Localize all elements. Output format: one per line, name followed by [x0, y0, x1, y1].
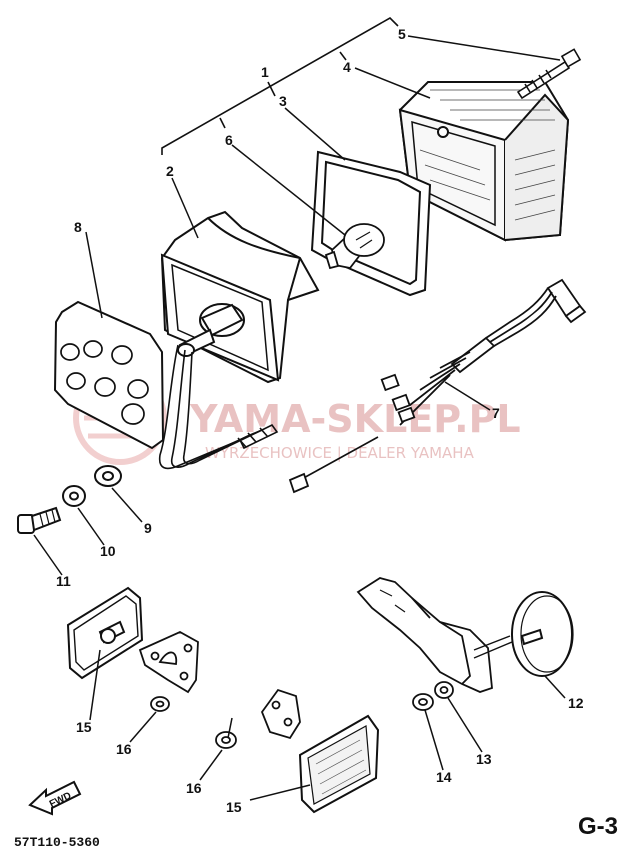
callout-14: 14	[436, 769, 452, 785]
callout-4: 4	[343, 59, 351, 75]
wire-harness	[288, 278, 587, 494]
mount-plate	[53, 300, 165, 450]
tail-housing	[160, 210, 320, 384]
callout-1: 1	[261, 64, 269, 80]
callout-16-mid: 16	[186, 780, 202, 796]
nut-14	[412, 693, 434, 711]
callout-11: 11	[56, 573, 71, 589]
callout-3: 3	[279, 93, 287, 109]
watermark-tagline: WYRZECHOWICE | DEALER YAMAHA	[205, 444, 475, 462]
part-code: 57T110-5360	[14, 835, 100, 850]
callout-12: 12	[568, 695, 584, 711]
callout-5: 5	[398, 26, 406, 42]
reflector-bracket-left	[138, 630, 199, 694]
callout-15-left: 15	[76, 719, 92, 735]
bolt-11	[17, 506, 62, 534]
callout-16-left: 16	[116, 741, 132, 757]
callout-numbers: 1 2 3 4 5 6 7 8 9 10 11 12 13 14 15 15 1…	[56, 26, 584, 815]
watermark: YAMA-SKLEP.PL WYRZECHOWICE | DEALER YAMA…	[73, 371, 521, 465]
callout-10: 10	[100, 543, 116, 559]
washer-10	[62, 485, 86, 507]
leader-lines	[33, 35, 566, 801]
fwd-arrow: FWD	[28, 780, 82, 816]
callout-13: 13	[476, 751, 492, 767]
watermark-brand: YAMA-SKLEP.PL	[189, 397, 521, 441]
page-id: G-3	[578, 813, 618, 840]
callout-9: 9	[144, 520, 152, 536]
callout-15-mid: 15	[226, 799, 242, 815]
callout-6: 6	[225, 132, 233, 148]
reflector-left	[66, 586, 144, 680]
tail-bulb	[324, 223, 385, 270]
reflector-mid	[298, 714, 380, 814]
reflector-bracket-mid	[260, 688, 301, 740]
reflector-stay	[356, 577, 513, 693]
lens-screw	[516, 48, 582, 100]
assembly-brackets	[161, 17, 399, 155]
tail-lens	[398, 81, 570, 242]
callout-8: 8	[74, 219, 82, 235]
nut-16-mid	[215, 731, 237, 749]
nut-16-left	[150, 696, 170, 712]
reflector-round	[511, 591, 574, 677]
callout-2: 2	[166, 163, 174, 179]
housing-wires	[158, 344, 279, 470]
washer-13	[434, 681, 454, 699]
nut-9	[94, 465, 122, 487]
callout-7: 7	[492, 405, 500, 421]
